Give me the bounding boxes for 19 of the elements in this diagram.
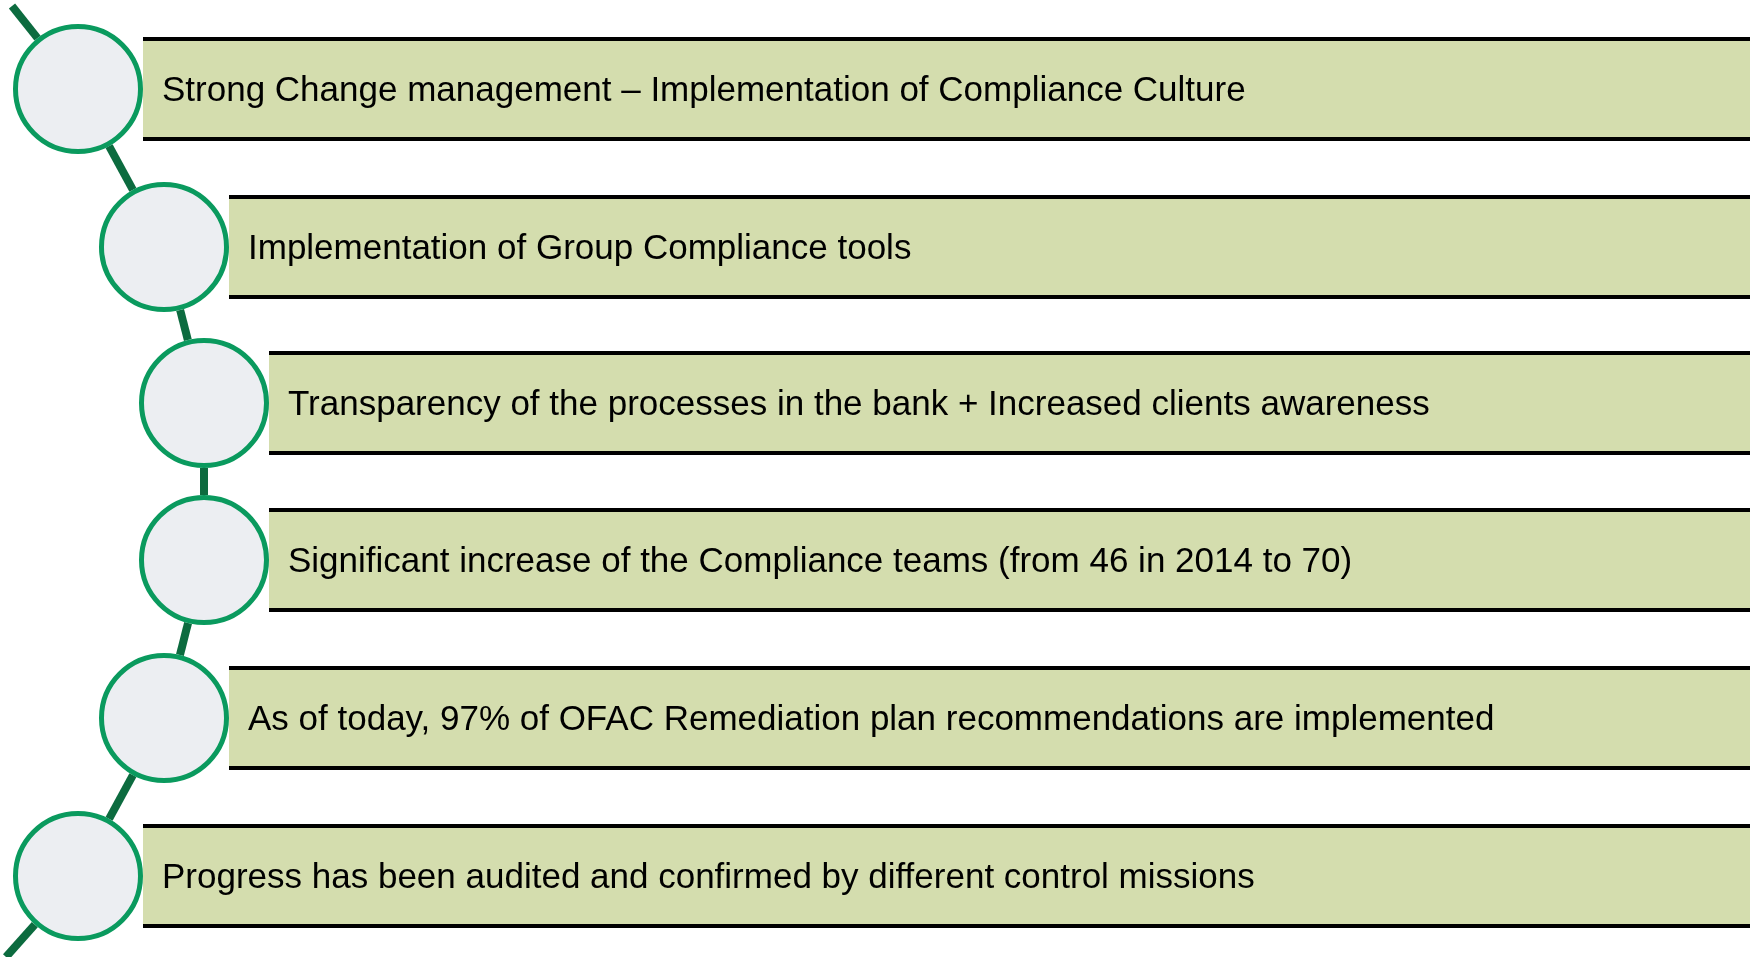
banner-bar <box>269 508 1750 612</box>
connector-line <box>176 308 192 342</box>
banner-bar <box>143 824 1750 928</box>
banner-bar <box>229 666 1750 770</box>
connector-line <box>105 144 137 192</box>
banner-text: Transparency of the processes in the bank + Increased clients awareness <box>288 383 1430 423</box>
banner-text: Implementation of Group Compliance tools <box>248 227 912 267</box>
banner-bar <box>269 351 1750 455</box>
banner-text: Significant increase of the Compliance teams (from 46 in 2014 to 70) <box>288 540 1353 580</box>
connector-line <box>176 622 192 656</box>
banner-text: As of today, 97% of OFAC Remediation plan recommendations are implemented <box>248 698 1495 738</box>
banner-bar <box>143 37 1750 141</box>
connector-line <box>105 773 137 821</box>
connector-line <box>3 921 38 957</box>
connector-line <box>8 3 41 41</box>
banner-text: Progress has been audited and confirmed by different control missions <box>162 856 1255 896</box>
banner-bar <box>229 195 1750 299</box>
banner-text: Strong Change management – Implementation of Compliance Culture <box>162 69 1246 109</box>
connector-line <box>200 468 208 495</box>
